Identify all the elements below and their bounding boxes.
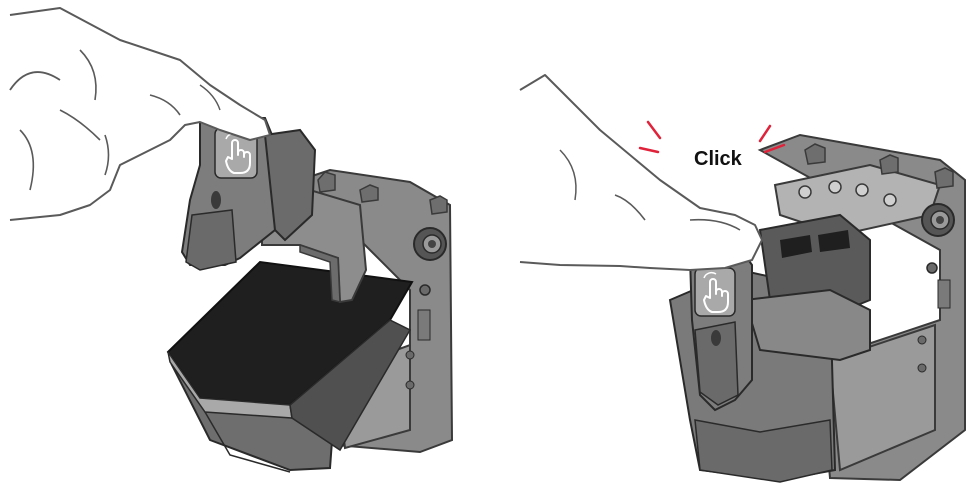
right-hand (519, 74, 763, 271)
right-latch-lid (688, 246, 753, 412)
tap-finger-icon (703, 271, 729, 313)
right-carrier (757, 133, 966, 482)
left-ink-cartridge (166, 260, 414, 473)
click-sound-marks (638, 120, 786, 154)
left-latch-lid (180, 117, 317, 271)
click-label: Click (694, 148, 743, 170)
right-panel: Click (519, 74, 966, 483)
left-panel (9, 7, 454, 473)
left-hand (9, 7, 271, 221)
